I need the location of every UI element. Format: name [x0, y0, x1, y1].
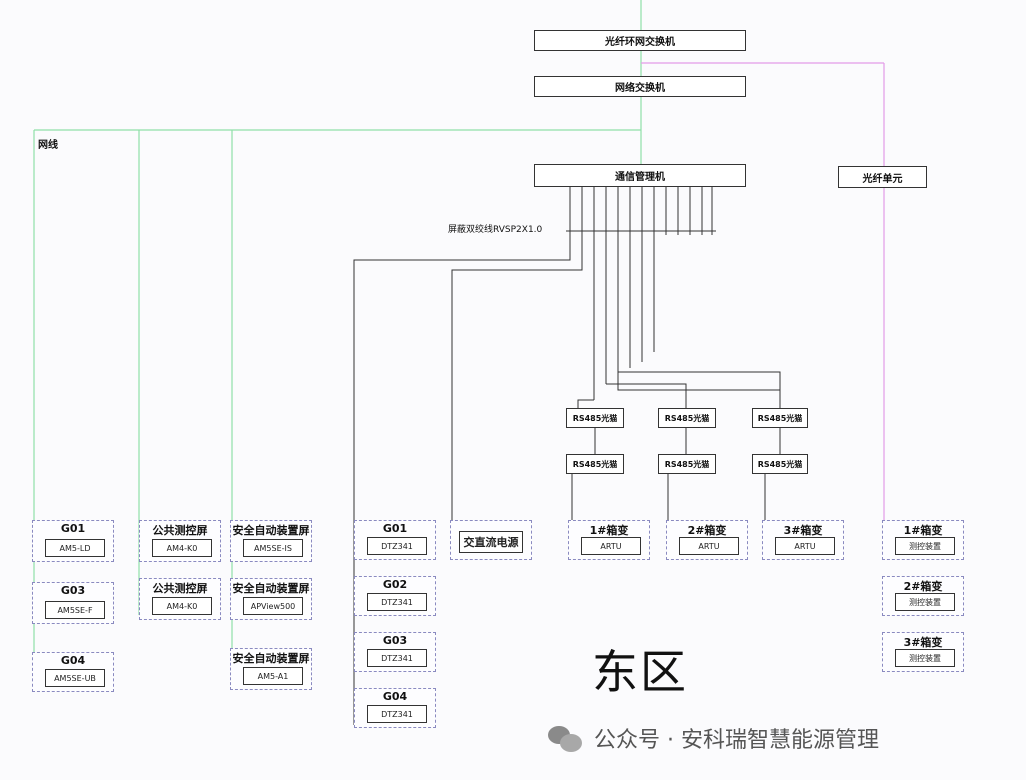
device-model: APView500	[243, 597, 303, 615]
dc-power-label: 交直流电源	[459, 531, 523, 553]
device-model: AM4-K0	[152, 597, 212, 615]
bus-lines	[353, 187, 781, 725]
device-title: 2#箱变	[687, 524, 727, 537]
comm-manager-box: 通信管理机	[534, 164, 746, 187]
device-model: 测控装置	[895, 649, 955, 667]
device-model: ARTU	[581, 537, 641, 555]
network-cable-label: 网线	[38, 140, 58, 151]
right-transformer-2: 2#箱变 测控装置	[882, 576, 964, 616]
device-title: G04	[382, 690, 408, 703]
device-safety-auto-1: 安全自动装置屏 AM5SE-IS	[230, 520, 312, 562]
device-title: G01	[60, 522, 86, 535]
rs485-bottom-2: RS485光猫	[658, 454, 716, 474]
device-title: G04	[60, 654, 86, 667]
device-public-control-1: 公共测控屏 AM4-K0	[139, 520, 221, 562]
meter-g01: G01 DTZ341	[354, 520, 436, 560]
dc-power-cabinet: 交直流电源	[450, 520, 532, 560]
device-model: AM5SE-IS	[243, 539, 303, 557]
device-title: G03	[382, 634, 408, 647]
device-title: 1#箱变	[903, 524, 943, 537]
fiber-lines	[641, 62, 885, 520]
meter-g02: G02 DTZ341	[354, 576, 436, 616]
device-title: G03	[60, 584, 86, 597]
meter-g03: G03 DTZ341	[354, 632, 436, 672]
device-model: DTZ341	[367, 649, 427, 667]
wechat-icon	[548, 724, 584, 752]
meter-g04: G04 DTZ341	[354, 688, 436, 728]
ring-switch-box: 光纤环网交换机	[534, 30, 746, 51]
device-model: 测控装置	[895, 593, 955, 611]
device-title: 安全自动装置屏	[232, 524, 310, 537]
shielded-cable-label: 屏蔽双绞线RVSP2X1.0	[448, 225, 543, 235]
device-title: 3#箱变	[903, 636, 943, 649]
device-g04: G04 AM5SE-UB	[32, 652, 114, 692]
device-model: ARTU	[775, 537, 835, 555]
device-model: AM5SE-UB	[45, 669, 105, 687]
device-safety-auto-2: 安全自动装置屏 APView500	[230, 578, 312, 620]
transformer-2: 2#箱变 ARTU	[666, 520, 748, 560]
device-safety-auto-3: 安全自动装置屏 AM5-A1	[230, 648, 312, 690]
device-title: 2#箱变	[903, 580, 943, 593]
device-model: DTZ341	[367, 593, 427, 611]
fiber-unit-box: 光纤单元	[838, 166, 927, 188]
device-public-control-2: 公共测控屏 AM4-K0	[139, 578, 221, 620]
region-label: 东区	[592, 645, 688, 699]
device-g01: G01 AM5-LD	[32, 520, 114, 562]
rs485-top-1: RS485光猫	[566, 408, 624, 428]
rs485-bottom-3: RS485光猫	[752, 454, 808, 474]
watermark: 公众号 · 安科瑞智慧能源管理	[548, 722, 879, 754]
device-model: DTZ341	[367, 537, 427, 555]
device-model: 测控装置	[895, 537, 955, 555]
device-title: G02	[382, 578, 408, 591]
rs485-bottom-1: RS485光猫	[566, 454, 624, 474]
rs485-top-2: RS485光猫	[658, 408, 716, 428]
rs485-top-3: RS485光猫	[752, 408, 808, 428]
device-g03: G03 AM5SE-F	[32, 582, 114, 624]
device-title: 安全自动装置屏	[232, 582, 310, 595]
device-model: AM5-LD	[45, 539, 105, 557]
right-transformer-3: 3#箱变 测控装置	[882, 632, 964, 672]
device-title: 1#箱变	[589, 524, 629, 537]
transformer-1: 1#箱变 ARTU	[568, 520, 650, 560]
device-title: 3#箱变	[783, 524, 823, 537]
device-title: G01	[382, 522, 408, 535]
device-model: AM4-K0	[152, 539, 212, 557]
right-transformer-1: 1#箱变 测控装置	[882, 520, 964, 560]
device-model: DTZ341	[367, 705, 427, 723]
network-lines	[33, 0, 642, 680]
watermark-text: 公众号 · 安科瑞智慧能源管理	[594, 728, 879, 753]
device-model: AM5SE-F	[45, 601, 105, 619]
device-model: ARTU	[679, 537, 739, 555]
device-title: 公共测控屏	[152, 582, 208, 595]
network-switch-box: 网络交换机	[534, 76, 746, 97]
device-title: 公共测控屏	[152, 524, 208, 537]
device-title: 安全自动装置屏	[232, 652, 310, 665]
transformer-3: 3#箱变 ARTU	[762, 520, 844, 560]
device-model: AM5-A1	[243, 667, 303, 685]
